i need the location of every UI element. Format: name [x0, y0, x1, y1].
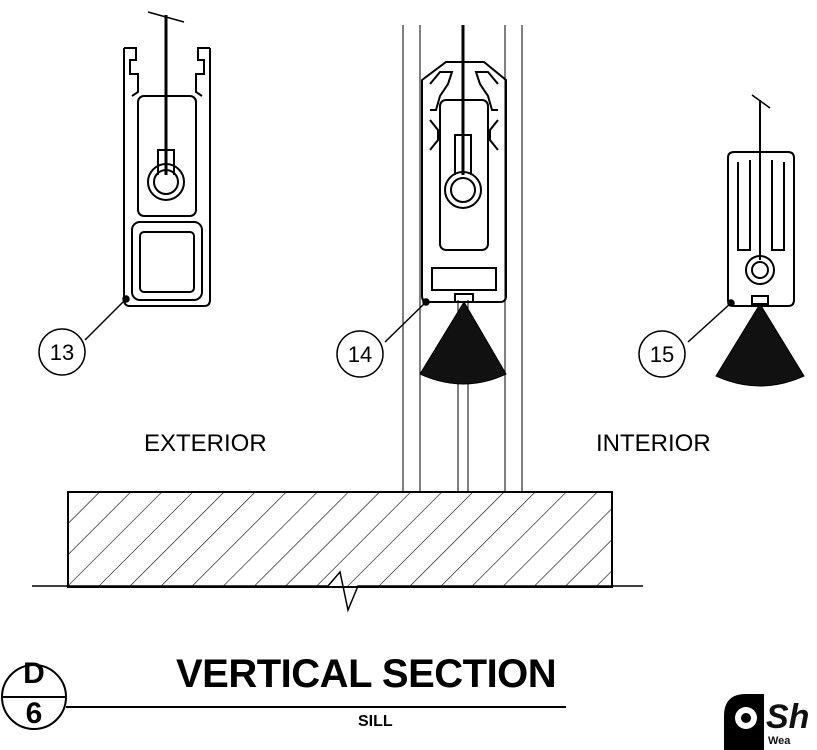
callout-15-number: 15: [649, 342, 675, 367]
logo-tagline: Wea: [768, 735, 791, 747]
callout-13: [38, 295, 130, 376]
profile-14: [421, 25, 507, 303]
brush-seal-15: [715, 303, 805, 387]
logo-mark: [724, 694, 764, 750]
brush-seal-14: [419, 301, 507, 385]
callout-13-number: 13: [49, 340, 75, 365]
detail-letter: D: [23, 657, 45, 690]
logo-text: Sh: [766, 698, 810, 736]
profile-13: [123, 11, 211, 307]
section-title: VERTICAL SECTION: [176, 652, 557, 696]
ground-line: [32, 570, 643, 613]
profile-15: [727, 94, 795, 307]
interior-label: INTERIOR: [596, 430, 711, 457]
callout-15: [638, 299, 735, 378]
detail-number: 6: [25, 697, 43, 730]
title-block: [1, 664, 566, 730]
section-subtitle: SILL: [358, 713, 393, 730]
glazing-lines: [402, 25, 523, 492]
exterior-label: EXTERIOR: [144, 430, 267, 457]
callout-14-number: 14: [347, 342, 373, 367]
callout-14: [336, 298, 430, 378]
